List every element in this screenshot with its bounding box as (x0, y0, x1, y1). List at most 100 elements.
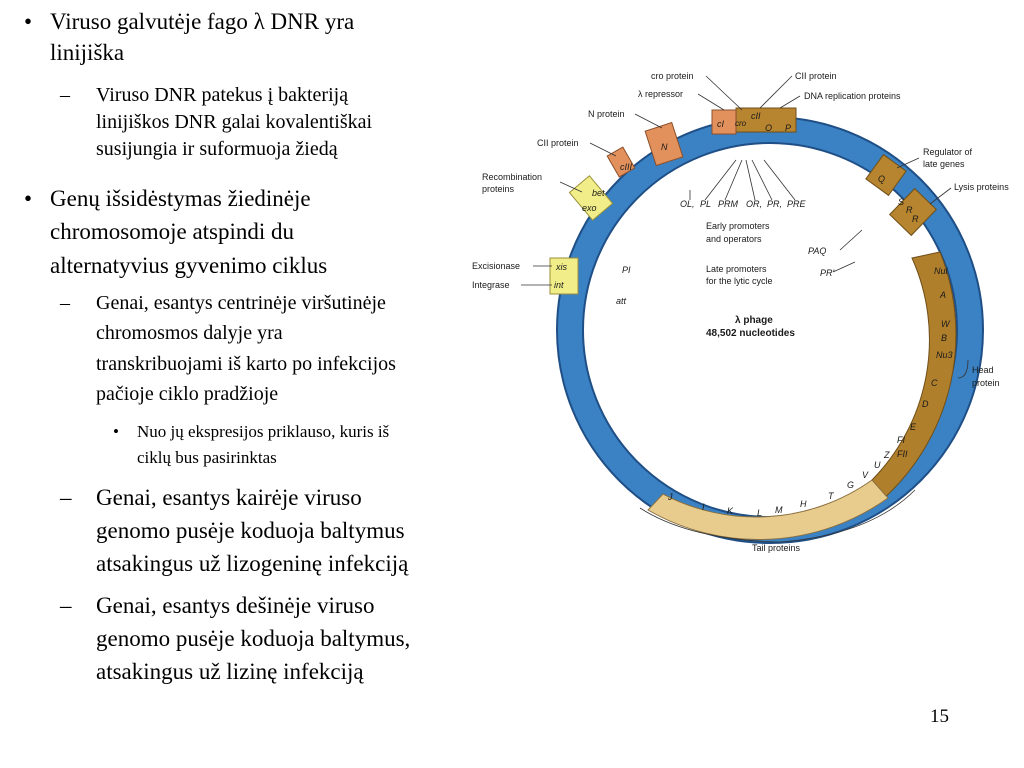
callout-regulator-2: late genes (923, 159, 965, 169)
leader-regulator (896, 157, 920, 169)
bet-exo-block (568, 175, 614, 221)
callout-cii-protein-top: CII protein (795, 71, 837, 81)
bullet-marker: • (113, 422, 119, 441)
gene-w: W (941, 319, 951, 329)
tail-genes-block (647, 479, 889, 540)
callout-recombination-1: Recombination (482, 172, 542, 182)
gene-g: G (847, 480, 854, 490)
callout-early-2: and operators (706, 234, 762, 244)
gene-z: Z (883, 450, 890, 460)
promoter-pre: PRE (787, 199, 807, 209)
text-column: • Viruso galvutėje fago λ DNR yra liniji… (0, 0, 480, 700)
xis-int-block (549, 257, 579, 295)
gene-rz: R (912, 214, 919, 224)
bullet-line: genomo pusėje koduoja baltymus, (96, 626, 411, 651)
gene-att: att (616, 296, 627, 306)
leader-cro (705, 75, 743, 111)
bullet-line: pačioje ciklo pradžioje (96, 383, 279, 405)
promoter-pr2: PR' (820, 268, 835, 278)
gene-a: A (939, 290, 946, 300)
callout-cro-protein: cro protein (651, 71, 694, 81)
bullet-line: Genų išsidėstymas žiedinėje (50, 186, 311, 211)
bullet-line: Viruso DNR patekus į bakteriją (96, 84, 349, 106)
gene-xis: xis (555, 262, 567, 272)
leader-paq (839, 229, 863, 251)
bullet-marker: • (24, 9, 33, 34)
leader-cii-top (759, 75, 793, 109)
bullet-line: genomo pusėje koduoja baltymus (96, 518, 405, 543)
bullet-line: linijiškos DNR galai kovalentiškai (96, 111, 373, 133)
leader-recomb (559, 181, 583, 193)
callout-tail: Tail proteins (752, 543, 801, 553)
bullet-line: Nuo jų ekspresijos priklauso, kuris iš (137, 422, 390, 441)
gene-e: E (910, 422, 917, 432)
gene-h: H (800, 499, 807, 509)
gene-cro: cro (735, 119, 747, 128)
bullet-line: ciklų bus pasirinktas (137, 448, 277, 467)
leader-pr (751, 159, 773, 201)
callout-head-1: Head (972, 365, 994, 375)
bullet-line: alternatyvius gyvenimo ciklus (50, 253, 328, 278)
gene-i: I (702, 502, 705, 512)
gene-b: B (941, 333, 947, 343)
gene-int: int (554, 280, 564, 290)
q-block (865, 153, 907, 197)
ci-block (711, 109, 737, 135)
callout-n-protein: N protein (588, 109, 625, 119)
bullet-line: atsakingus už lizinę infekciją (96, 659, 364, 684)
bullet-marker: – (60, 485, 72, 510)
promoter-pi: PI (622, 265, 631, 275)
gene-fii: FII (897, 449, 908, 459)
gene-l: L (757, 508, 762, 518)
gene-o: O (765, 123, 772, 133)
center-title: λ phage (735, 315, 773, 326)
bullet-line: linijiška (50, 40, 125, 65)
promoter-paq: PAQ (808, 246, 826, 256)
leader-pl (704, 159, 737, 201)
gene-ci: cI (717, 119, 725, 129)
bullet-line: Genai, esantys kairėje viruso (96, 485, 362, 510)
callout-cii-protein-left: CII protein (537, 138, 579, 148)
gene-p: P (785, 123, 791, 133)
bullet-line: atsakingus už lizogeninę infekciją (96, 551, 409, 576)
gene-q: Q (878, 174, 885, 184)
gene-u: U (874, 460, 881, 470)
callout-late-1: Late promoters (706, 264, 767, 274)
promoter-pl: PL (700, 199, 711, 209)
bullet-line: chromosomoje atspindi du (50, 219, 295, 244)
callout-lysis: Lysis proteins (954, 182, 1009, 192)
gene-exo: exo (582, 203, 597, 213)
gene-nul: Nul (934, 266, 949, 276)
promoter-ol: OL, (680, 199, 695, 209)
page-number: 15 (930, 706, 949, 727)
promoter-or: OR, (746, 199, 762, 209)
center-subtitle: 48,502 nucleotides (706, 328, 795, 339)
gene-cii: cII (751, 111, 761, 121)
callout-early-1: Early promoters (706, 221, 770, 231)
gene-s: S (898, 197, 904, 207)
gene-k: K (727, 506, 734, 516)
gene-bet: bet (592, 188, 605, 198)
tail-brace (639, 489, 916, 543)
callout-recombination-2: proteins (482, 184, 515, 194)
bullet-line: Genai, esantys centrinėje viršutinėje (96, 292, 386, 314)
ciii-block (606, 146, 636, 178)
callout-excisionase: Excisionase (472, 261, 520, 271)
leader-head (957, 359, 969, 379)
lambda-phage-genome-map: N cI cro cII O P cIII bet exo xis int at… (472, 71, 1009, 553)
bullet-marker: – (60, 593, 72, 618)
bullet-line: susijungia ir suformuoja žiedą (96, 138, 338, 160)
bullet-line: Genai, esantys dešinėje viruso (96, 593, 375, 618)
callout-head-2: protein (972, 378, 1000, 388)
callout-lambda-repressor: λ repressor (638, 89, 683, 99)
gene-v: V (862, 470, 869, 480)
bullet-line: Viruso galvutėje fago λ DNR yra (50, 9, 355, 34)
n-block (644, 121, 684, 167)
bullet-marker: • (24, 186, 33, 211)
callout-integrase: Integrase (472, 280, 510, 290)
leader-pre (763, 159, 796, 201)
leader-prm (724, 159, 743, 201)
gene-nu3: Nu3 (936, 350, 953, 360)
gene-t: T (828, 491, 835, 501)
leader-cii-left (589, 142, 617, 157)
